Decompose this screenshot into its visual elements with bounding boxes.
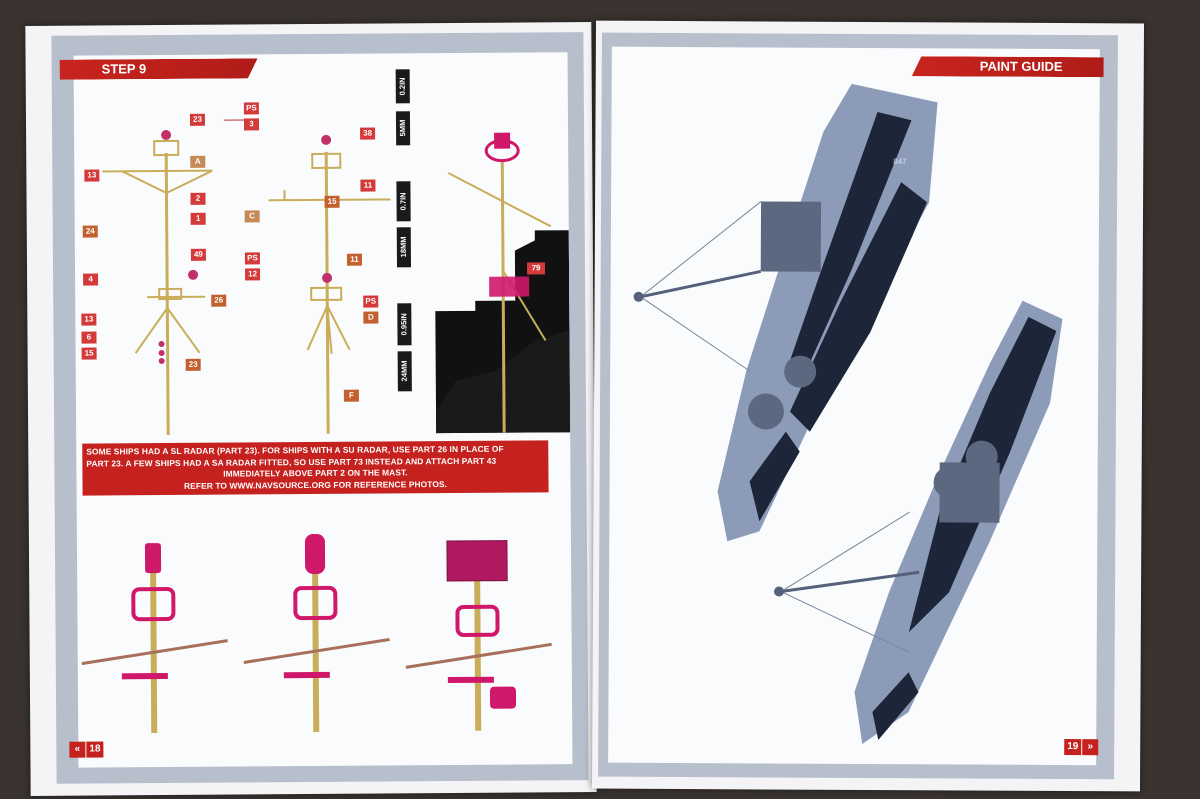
mast-2 xyxy=(268,151,391,434)
part-13-callout-lower: 13 xyxy=(81,313,97,326)
left-page: STEP 9 xyxy=(25,22,597,796)
dimension-label: 24MM xyxy=(397,351,412,392)
part-12-callout: 12 xyxy=(245,268,261,281)
part-3-callout: 3 xyxy=(243,118,260,131)
prev-page-icon: « xyxy=(69,741,86,758)
part-38-callout: 38 xyxy=(360,127,376,140)
ship-starboard-view xyxy=(774,300,1063,744)
part-ps-callout-2: PS xyxy=(244,252,260,265)
part-23-callout-lower: 23 xyxy=(185,358,201,371)
variant-sl-radar xyxy=(81,543,228,734)
mast-3-render xyxy=(435,132,571,436)
dimension-label: 18MM xyxy=(396,227,412,268)
mast-assembly-diagram xyxy=(102,130,571,436)
page-number: 19 xyxy=(1064,739,1082,756)
part-79-callout: 79 xyxy=(526,262,546,275)
variant-sa-radar xyxy=(405,540,552,731)
radar-variants-diagram xyxy=(81,533,552,734)
page-number-left: «18 xyxy=(68,741,104,758)
mast-1 xyxy=(102,139,213,436)
ship-port-view: 847 xyxy=(633,83,938,542)
part-2-callout: 2 xyxy=(190,192,206,205)
part-ps-callout-3: PS xyxy=(363,295,379,308)
dimension-label: 5MM xyxy=(395,111,411,146)
notice-line: REFER TO WWW.NAVSOURCE.ORG FOR REFERENCE… xyxy=(183,478,448,491)
right-page: PAINT GUIDE 847 xyxy=(591,20,1145,792)
hull-number: 847 xyxy=(893,157,907,166)
part-23-callout: 23 xyxy=(189,113,206,126)
dimension-label: 0.95IN xyxy=(397,303,412,346)
page-number-right: 19» xyxy=(1064,739,1099,756)
leader-line xyxy=(223,119,246,121)
part-13-callout: 13 xyxy=(84,169,100,182)
variant-su-radar xyxy=(243,533,390,732)
page-number: 18 xyxy=(86,741,104,758)
ship-renders: 847 xyxy=(633,83,1063,744)
part-6-callout: 6 xyxy=(81,331,97,344)
part-15-callout: 15 xyxy=(81,347,97,360)
step-title: STEP 9 xyxy=(60,58,258,79)
part-24-callout: 24 xyxy=(82,225,98,238)
part-11-callout: 11 xyxy=(360,179,376,192)
dimension-label: 0.7IN xyxy=(396,181,411,222)
part-f-callout: F xyxy=(343,389,359,402)
dimension-label: 0.2IN xyxy=(395,69,410,104)
part-11-callout-lower: 11 xyxy=(346,253,363,266)
radar-notice: SOME SHIPS HAD A SL RADAR (PART 23). FOR… xyxy=(82,440,549,496)
part-49-callout: 49 xyxy=(190,248,206,261)
part-ps-callout: PS xyxy=(243,102,259,115)
part-4-callout: 4 xyxy=(83,273,99,286)
part-a-callout: A xyxy=(190,155,206,168)
part-1-callout: 1 xyxy=(190,212,206,225)
part-d-callout: D xyxy=(363,311,379,324)
part-c-callout: C xyxy=(244,210,260,223)
part-26-callout: 26 xyxy=(211,294,227,307)
next-page-icon: » xyxy=(1082,739,1099,756)
part-15-callout-mast2: 15 xyxy=(324,195,340,208)
